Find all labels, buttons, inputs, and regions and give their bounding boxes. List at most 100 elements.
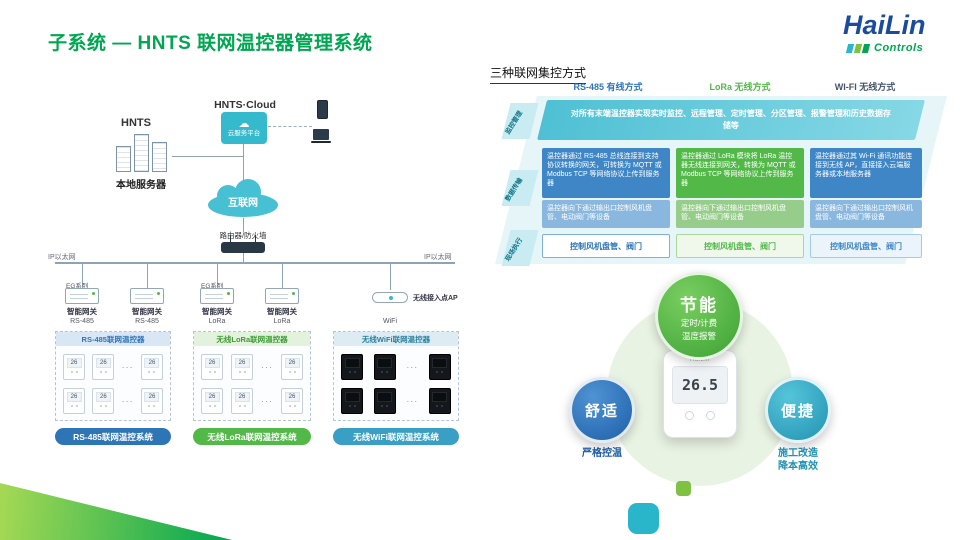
phone-icon <box>317 100 328 119</box>
port-label-lora: LoRa <box>273 318 291 325</box>
thermostat-display <box>377 392 393 402</box>
trunk-line <box>243 253 244 262</box>
table-title: 三种联网集控方式 <box>490 64 587 84</box>
cloud-platform-label: 云服务平台 <box>227 130 261 138</box>
thermostat-group-wifi: 无线WiFi联网温控器 ··· ··· <box>333 331 459 421</box>
thermostat-display <box>344 358 360 368</box>
thermostat-row: 26 26 ··· 26 <box>56 388 170 414</box>
gateway-label: 智能网关 <box>202 307 232 316</box>
access-point-icon <box>372 292 408 303</box>
thermostat-display: 26 <box>234 392 250 402</box>
ellipsis: ··· <box>121 362 134 372</box>
gateway-label: 智能网关 <box>132 307 162 316</box>
drop-line <box>282 264 283 288</box>
thermostat-row: 26 26 ··· 26 <box>194 354 310 380</box>
row-label-execute: 现场执行 <box>501 230 539 266</box>
feature-title: 便捷 <box>780 402 815 420</box>
thermostat-icon <box>373 354 396 380</box>
thermostat-icon: 26 <box>140 354 163 380</box>
feature-convenient-sub: 施工改造 降本高效 <box>778 448 818 472</box>
logo-bar-icon <box>853 43 863 53</box>
transfer-up-text: 温控器通过 LoRa 模块将 LoRa 温控器无线连接到网关，转换为 MQTT … <box>676 148 804 198</box>
thermostat-display <box>377 358 393 368</box>
thermostat-group-lora: 无线LoRa联网温控器 26 26 ··· 26 26 26 ··· 26 <box>193 331 311 421</box>
server-tower-icon <box>133 134 149 172</box>
column-header-rs485: RS-485 有线方式 <box>573 82 643 92</box>
logo-wordmark: HaiLin <box>843 10 926 40</box>
monitor-row: 对所有末端温控器实现实时监控、远程管理、定时管理、分区管理、报警管理和历史数据存… <box>537 100 925 140</box>
feature-convenient: 便捷 <box>765 377 831 443</box>
control-cell-lora: 控制风机盘管、阀门 <box>676 234 804 258</box>
port-label-wifi: WiFi <box>383 318 397 325</box>
gateway-icon <box>65 288 99 304</box>
control-cell-rs485: 控制风机盘管、阀门 <box>542 234 670 258</box>
ellipsis: ··· <box>406 396 419 406</box>
thermostat-icon: 26 <box>281 354 303 380</box>
ethernet-line <box>55 262 455 264</box>
device-button-icon <box>685 411 694 420</box>
system-pill-rs485: RS-485联网温控系统 <box>55 428 171 445</box>
thermostat-display: 26 <box>284 358 300 368</box>
thermostat-icon <box>341 354 363 380</box>
thermostat-display <box>344 392 360 402</box>
eg-series-label: EG系列 <box>201 283 224 290</box>
feature-comfort: 舒适 <box>569 377 635 443</box>
column-header-wifi: WI-FI 无线方式 <box>834 82 896 92</box>
cloud-platform-box: ☁ 云服务平台 <box>221 112 267 144</box>
row-label-monitor: 监控管理 <box>501 103 539 139</box>
control-cell-wifi: 控制风机盘管、阀门 <box>810 234 922 258</box>
thermostat-row: 26 26 ··· 26 <box>194 388 310 414</box>
logo-bar-icon <box>861 43 871 53</box>
page-title: 子系统 — HNTS 联网温控器管理系统 <box>48 33 373 54</box>
server-tower-icon <box>151 142 167 172</box>
transfer-down-text: 温控器向下通过输出口控制风机盘管、电动阀门等设备 <box>810 200 922 228</box>
thermostat-icon <box>428 388 451 414</box>
internet-cloud: 互联网 <box>205 176 281 218</box>
group-header: 无线WiFi联网温控器 <box>334 332 458 346</box>
thermostat-row: ··· <box>334 388 458 414</box>
device-display: 26.5 <box>672 366 728 404</box>
cloud-device-connector <box>268 126 312 127</box>
laptop-icon <box>311 129 331 144</box>
teal-square-decoration <box>628 503 659 534</box>
server-icons <box>112 134 170 172</box>
thermostat-display <box>432 392 448 402</box>
device-brand: HaiLin <box>689 357 710 363</box>
feature-line: 定时/计费 <box>680 317 718 328</box>
corner-wedge-decoration <box>0 483 232 540</box>
logo-tagline: Controls <box>845 42 943 54</box>
thermostat-icon: 26 <box>92 388 115 414</box>
monitor-text: 对所有末端温控器实现实时监控、远程管理、定时管理、分区管理、报警管理和历史数据存… <box>571 108 891 130</box>
ellipsis: ··· <box>261 362 273 372</box>
thermostat-icon: 26 <box>231 388 253 414</box>
port-label-lora: LoRa <box>208 318 226 325</box>
ellipsis: ··· <box>406 362 419 372</box>
thermostat-display: 26 <box>144 358 160 368</box>
hailin-logo: HaiLin Controls <box>843 10 943 55</box>
feature-title: 舒适 <box>584 402 619 420</box>
thermostat-icon <box>341 388 363 414</box>
gateway-icon <box>130 288 164 304</box>
server-tower-icon <box>115 146 131 172</box>
thermostat-group-rs485: RS-485联网温控器 26 26 ··· 26 26 26 ··· 26 <box>55 331 171 421</box>
hnts-label: HNTS <box>121 117 151 129</box>
gateway-icon <box>200 288 234 304</box>
drop-line <box>147 264 148 288</box>
transfer-cell-lora: 温控器通过 LoRa 模块将 LoRa 温控器无线连接到网关，转换为 MQTT … <box>676 148 804 228</box>
ethernet-label-right: IP以太网 <box>424 254 452 261</box>
system-pill-lora: 无线LoRa联网温控系统 <box>193 428 311 445</box>
server-trunk-connector <box>172 156 243 157</box>
feature-title: 节能 <box>680 295 718 315</box>
trunk-line <box>243 218 244 232</box>
ellipsis: ··· <box>121 396 134 406</box>
port-label-rs485: RS-485 <box>135 318 159 325</box>
thermostat-icon: 26 <box>63 354 85 380</box>
transfer-down-text: 温控器向下通过输出口控制风机盘管、电动阀门等设备 <box>542 200 670 228</box>
transfer-up-text: 温控器通过其 Wi-Fi 通讯功能连接到无线 AP，直接接入云端服务器或本地服务… <box>810 148 922 198</box>
thermostat-display: 26 <box>204 358 220 368</box>
thermostat-display: 26 <box>66 358 82 368</box>
eg-series-label: EG系列 <box>66 283 89 290</box>
local-server-label: 本地服务器 <box>116 180 166 191</box>
drop-line <box>390 264 391 290</box>
hnts-cloud-title: HNTS·Cloud <box>214 99 276 111</box>
